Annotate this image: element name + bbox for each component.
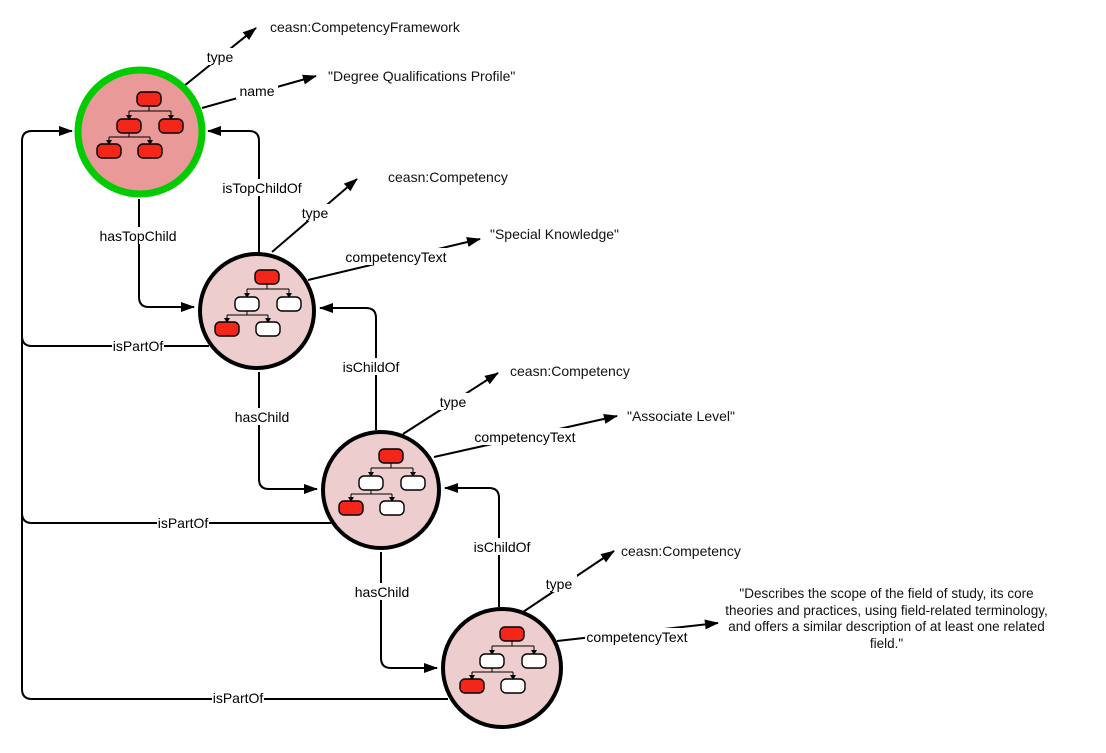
edge-haschild-1 [258,372,318,494]
edge-label-ispartof-3: isPartOf [213,690,264,706]
edge-istopchildof [207,126,260,253]
competency-node-2 [321,430,441,550]
edge-label-haschild-1: hasChild [235,409,289,425]
competency-circle-1 [198,252,316,370]
framework-node [74,66,206,198]
framework-type-value: ceasn:CompetencyFramework [270,19,461,35]
edge-hastopchild [138,199,195,312]
edge-label-type-competency3: type [546,576,573,592]
competency2-type-value: ceasn:Competency [510,363,630,379]
edge-label-haschild-2: hasChild [355,584,409,600]
framework-name-value: "Degree Qualifications Profile" [328,68,515,84]
edge-label-ischildof-2: isChildOf [474,539,531,555]
competency2-text-value: "Associate Level" [627,408,735,424]
edge-labels: type name isTopChildOf hasTopChild isPar… [96,48,689,706]
edge-ispartof-2 [21,512,331,524]
competency-node-3 [441,607,563,729]
edge-label-type-competency1: type [302,205,329,221]
edge-ispartof-1 [21,335,209,347]
edge-label-name: name [239,83,274,99]
edge-label-istopchildof: isTopChildOf [222,180,301,196]
competency1-type-value: ceasn:Competency [388,169,508,185]
competency-node-1 [198,252,316,370]
org-tree-icon [214,269,302,337]
value-texts: ceasn:CompetencyFramework "Degree Qualif… [270,19,1048,651]
edge-label-ischildof-1: isChildOf [343,359,400,375]
competency-circle-2 [321,430,441,550]
competency3-text-value: "Describes the scope of the field of stu… [725,586,1047,651]
org-tree-icon [459,626,547,694]
edge-label-type-competency2: type [440,394,467,410]
edge-label-type-framework: type [207,49,234,65]
org-tree-icon [338,448,426,516]
competency-circle-3 [441,607,563,729]
edge-ispartof-3-spine [21,126,448,700]
competency3-type-value: ceasn:Competency [621,543,741,559]
edge-label-competencytext-3: competencyText [586,629,687,645]
edge-label-ispartof-2: isPartOf [158,515,209,531]
competency1-text-value: "Special Knowledge" [490,226,619,242]
edge-ischildof-2 [444,483,500,607]
edge-label-hastopchild: hasTopChild [99,228,176,244]
edge-ischildof-1 [319,303,377,430]
edge-label-competencytext-1: competencyText [345,249,446,265]
org-tree-icon [96,91,184,159]
edge-label-competencytext-2: competencyText [474,429,575,445]
edge-label-ispartof-1: isPartOf [113,338,164,354]
edge-haschild-2 [380,552,438,673]
